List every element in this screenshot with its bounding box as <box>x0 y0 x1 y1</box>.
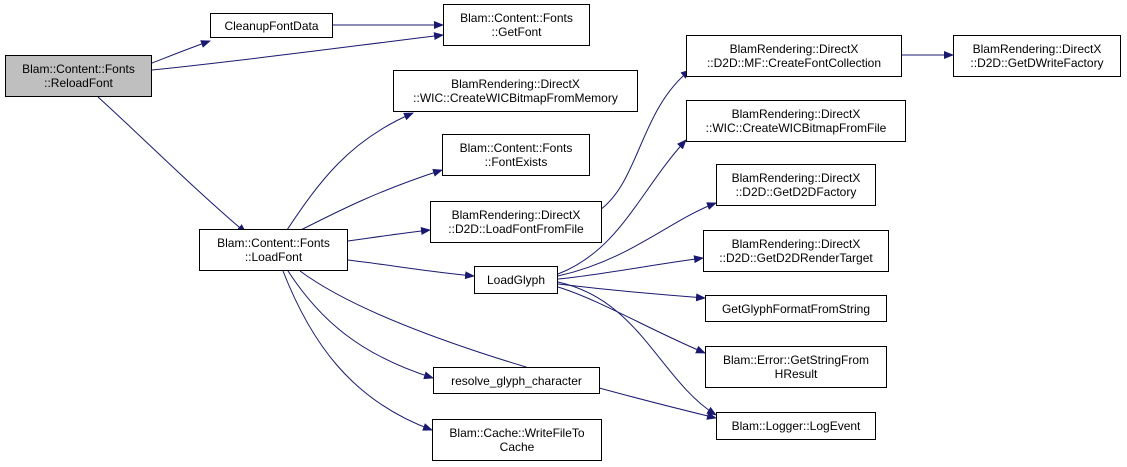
edge-load-font-to-load-glyph <box>347 259 475 280</box>
node-get-dwrite-factory[interactable]: BlamRendering::DirectX ::D2D::GetDWriteF… <box>953 35 1121 77</box>
edge-load-glyph-to-get-d2d-factory <box>557 202 717 277</box>
node-log-event[interactable]: Blam::Logger::LogEvent <box>716 412 876 440</box>
edge-load-font-from-file-to-create-font-collection <box>599 69 691 211</box>
edge-load-font-to-font-exists <box>294 168 443 234</box>
edge-load-font-to-create-wic-bitmap-from-memory <box>284 112 414 234</box>
edge-load-font-to-load-font-from-file <box>347 227 431 242</box>
edge-load-font-to-log-event <box>299 270 717 420</box>
node-reload-font: Blam::Content::Fonts ::ReloadFont <box>5 55 152 97</box>
node-get-d2d-render-target[interactable]: BlamRendering::DirectX ::D2D::GetD2DRend… <box>703 230 889 272</box>
node-get-d2d-factory[interactable]: BlamRendering::DirectX ::D2D::GetD2DFact… <box>716 164 876 206</box>
edge-load-glyph-to-log-event <box>557 281 717 416</box>
edge-reload-font-to-cleanup-font-data <box>151 40 211 64</box>
node-create-wic-bitmap-from-memory[interactable]: BlamRendering::DirectX ::WIC::CreateWICB… <box>393 70 638 112</box>
node-write-file-to-cache[interactable]: Blam::Cache::WriteFileTo Cache <box>432 419 602 461</box>
node-cleanup-font-data[interactable]: CleanupFontData <box>210 13 333 38</box>
edge-load-glyph-to-create-wic-bitmap-from-file <box>557 139 687 275</box>
node-get-glyph-format-from-string[interactable]: GetGlyphFormatFromString <box>705 295 887 322</box>
node-get-string-from-hresult[interactable]: Blam::Error::GetStringFrom HResult <box>705 346 887 388</box>
node-resolve-glyph-character[interactable]: resolve_glyph_character <box>433 367 600 394</box>
node-load-font-from-file[interactable]: BlamRendering::DirectX ::D2D::LoadFontFr… <box>430 201 602 243</box>
edge-reload-font-to-load-font <box>97 96 247 234</box>
node-load-glyph[interactable]: LoadGlyph <box>474 266 558 294</box>
node-load-font[interactable]: Blam::Content::Fonts ::LoadFont <box>199 229 348 271</box>
edge-load-glyph-to-get-string-from-hresult <box>557 286 706 354</box>
edge-load-font-to-write-file-to-cache <box>282 270 433 431</box>
node-create-wic-bitmap-from-file[interactable]: BlamRendering::DirectX ::WIC::CreateWICB… <box>686 100 906 142</box>
node-font-exists[interactable]: Blam::Content::Fonts ::FontExists <box>442 134 590 176</box>
edge-load-font-to-resolve-glyph-character <box>287 270 434 380</box>
node-get-font[interactable]: Blam::Content::Fonts ::GetFont <box>443 4 590 46</box>
edge-reload-font-to-get-font <box>151 32 444 71</box>
node-create-font-collection[interactable]: BlamRendering::DirectX ::D2D::MF::Create… <box>686 35 902 77</box>
edge-load-glyph-to-get-glyph-format-from-string <box>557 283 706 302</box>
edge-load-glyph-to-get-d2d-render-target <box>557 255 704 280</box>
